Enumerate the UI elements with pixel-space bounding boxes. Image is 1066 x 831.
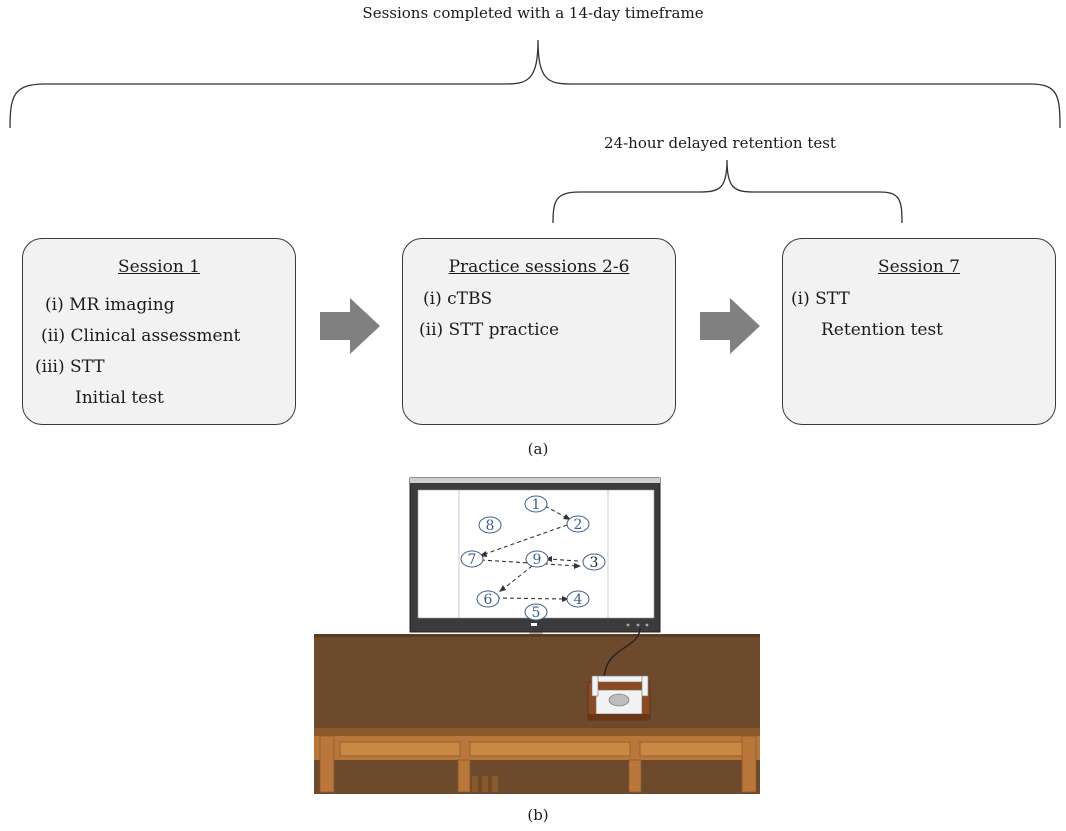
experimental-setup-illustration: 1 2 3 4 5 6 7 8 (314, 477, 760, 794)
svg-text:5: 5 (532, 605, 541, 621)
session-2-6-title: Practice sessions 2-6 (448, 257, 630, 277)
item-text: STT (69, 357, 105, 377)
svg-text:1: 1 (532, 497, 541, 513)
session-1-item-3: (iii) STT (35, 357, 105, 377)
svg-text:4: 4 (574, 592, 583, 608)
target-7: 7 (460, 550, 484, 568)
target-4: 4 (566, 590, 590, 608)
input-device (587, 675, 651, 721)
target-5: 5 (524, 603, 548, 621)
retention-caption: 24-hour delayed retention test (604, 134, 836, 152)
timeframe-brace (9, 39, 1061, 129)
flow-arrow-2 (700, 298, 760, 354)
target-1: 1 (524, 495, 548, 513)
item-number: (i) (45, 295, 64, 315)
timeframe-caption: Sessions completed with a 14-day timefra… (362, 4, 704, 22)
item-text: Retention test (821, 320, 944, 340)
item-text: Initial test (75, 388, 164, 408)
item-text: MR imaging (69, 295, 175, 315)
targets: 1 2 3 4 5 6 7 8 (460, 495, 606, 621)
target-6: 6 (476, 590, 500, 608)
session-7-title: Session 7 (878, 257, 960, 277)
item-number: (i) (423, 289, 442, 309)
svg-text:2: 2 (574, 517, 583, 533)
panel-label-b: (b) (527, 806, 549, 824)
item-text: STT (815, 289, 850, 309)
session-7-item-1: (i) STT (791, 289, 850, 309)
target-9: 9 (525, 550, 549, 568)
session-1-item-1: (i) MR imaging (45, 295, 175, 315)
item-number: (ii) (41, 326, 66, 346)
session-1-box: Session 1 (i) MR imaging (ii) Clinical a… (22, 238, 296, 425)
svg-text:7: 7 (468, 552, 477, 568)
item-text: cTBS (447, 289, 493, 309)
session-7-item-2: Retention test (821, 320, 943, 340)
session-7-box: Session 7 (i) STT Retention test (782, 238, 1056, 425)
item-text: STT practice (448, 320, 560, 340)
table (314, 634, 760, 794)
session-1-item-2: (ii) Clinical assessment (41, 326, 240, 346)
session-2-6-box: Practice sessions 2-6 (i) cTBS (ii) STT … (402, 238, 676, 425)
session-2-6-item-1: (i) cTBS (423, 289, 492, 309)
svg-text:6: 6 (484, 592, 493, 608)
flow-arrow-1 (320, 298, 380, 354)
item-number: (i) (791, 289, 810, 309)
item-number: (iii) (35, 357, 65, 377)
item-number: (ii) (419, 320, 444, 340)
svg-text:3: 3 (590, 555, 599, 571)
target-3: 3 (582, 553, 606, 571)
session-1-item-4: Initial test (75, 388, 164, 408)
retention-brace (552, 159, 903, 224)
target-8: 8 (478, 516, 502, 534)
session-2-6-item-2: (ii) STT practice (419, 320, 559, 340)
panel-label-a: (a) (527, 440, 549, 458)
svg-text:9: 9 (533, 552, 542, 568)
target-2: 2 (566, 515, 590, 533)
item-text: Clinical assessment (70, 326, 241, 346)
session-1-title: Session 1 (118, 257, 200, 277)
svg-text:8: 8 (486, 518, 495, 534)
cable (603, 627, 641, 677)
